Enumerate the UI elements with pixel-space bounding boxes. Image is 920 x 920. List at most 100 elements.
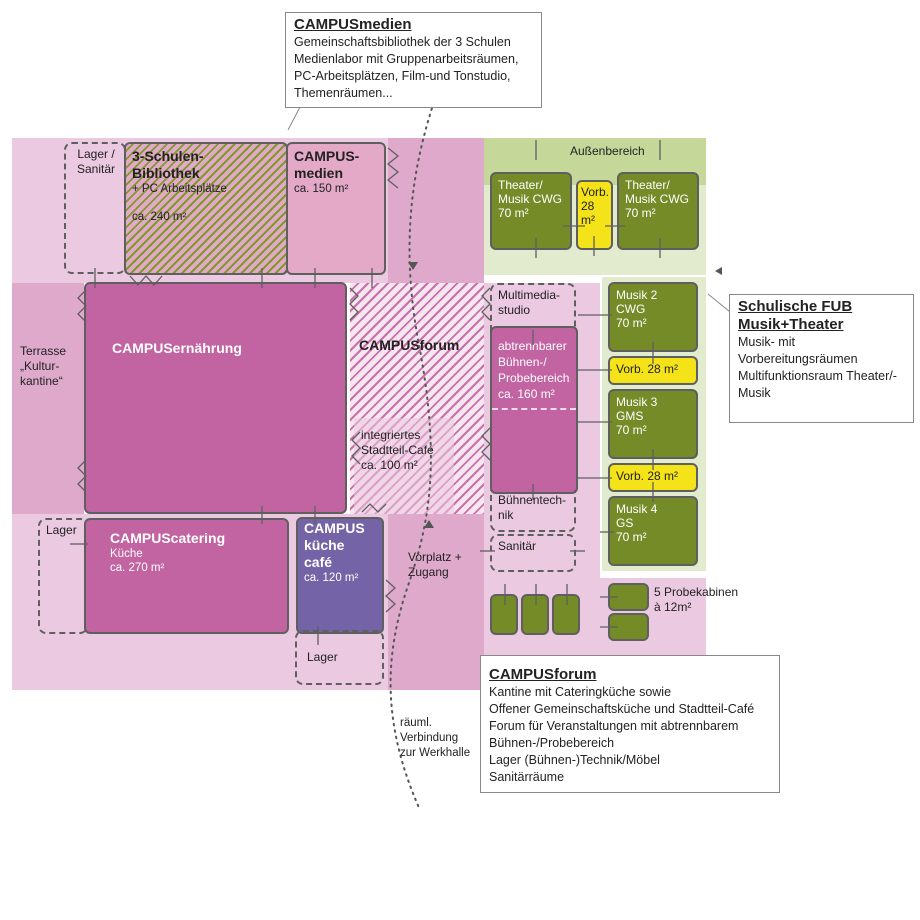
terrasse-line-3: kantine“ <box>20 374 63 388</box>
buehne-room[interactable]: abtrennbarer Bühnen-/ Probebereich ca. 1… <box>490 326 578 494</box>
callout-medien-title: CAMPUSmedien <box>294 16 412 33</box>
medien-room[interactable]: CAMPUS- medien ca. 150 m² <box>286 142 386 275</box>
callout-forum-line-6: Sanitärräume <box>489 770 565 784</box>
bibliothek-area: ca. 240 m² <box>132 211 187 223</box>
probekabine-3[interactable] <box>552 594 580 635</box>
buehne-line-1: abtrennbarer <box>498 339 567 353</box>
callout-forum-line-1: Kantine mit Cateringküche sowie <box>489 685 672 699</box>
vorb-top-line-2: 28 m² <box>581 199 595 227</box>
medien-title-1: CAMPUS- <box>294 148 360 164</box>
callout-fub-line-4: Musik <box>738 386 771 400</box>
verbindung-line-1: räuml. <box>400 717 432 729</box>
callout-medien-line-1: Gemeinschaftsbibliothek der 3 Schulen <box>294 35 511 49</box>
callout-forum-line-5: Lager (Bühnen-)Technik/Möbel <box>489 753 660 767</box>
musik-2-line-3: 70 m² <box>616 316 647 330</box>
buehne-line-4: ca. 160 m² <box>498 387 555 401</box>
kueche-cafe-title-2: küche <box>304 537 345 553</box>
vorb-1-room[interactable]: Vorb. 28 m² <box>608 356 698 385</box>
probekabine-4[interactable] <box>608 583 649 611</box>
lager-bottom-room[interactable]: Lager <box>295 630 384 685</box>
callout-campusforum: CAMPUSforum Kantine mit Cateringküche so… <box>480 655 780 793</box>
catering-title: CAMPUScatering <box>110 530 226 546</box>
buehnentechnik-room[interactable]: Bühnentech- nik <box>490 490 576 532</box>
vorb-top-line-1: Vorb. <box>581 185 610 199</box>
lager-bottom-label: Lager <box>307 650 338 664</box>
cafe-label: integriertes Stadtteil-Café ca. 100 m² <box>361 428 434 473</box>
musik-3-line-2: GMS <box>616 409 644 423</box>
callout-medien-line-3: PC-Arbeitsplätzen, Film-und Tonstudio, <box>294 69 511 83</box>
catering-sub: Küche <box>110 548 143 560</box>
lager-left-room[interactable]: Lager <box>38 518 88 634</box>
theater-2-line-1: Theater/ <box>625 178 670 192</box>
vorb-2-room[interactable]: Vorb. 28 m² <box>608 463 698 492</box>
bibliothek-room[interactable]: 3-Schulen- Bibliothek + PC Arbeitsplätze… <box>124 142 288 275</box>
cafe-line-1: integriertes <box>361 428 421 442</box>
callout-campusmedien: CAMPUSmedien Gemeinschaftsbibliothek der… <box>285 12 542 108</box>
musik-3-line-3: 70 m² <box>616 423 647 437</box>
buehnentechnik-line-1: Bühnentech- <box>498 493 567 507</box>
theater-1-room[interactable]: Theater/ Musik CWG 70 m² <box>490 172 572 250</box>
theater-1-line-3: 70 m² <box>498 206 529 220</box>
musik-3-room[interactable]: Musik 3 GMS 70 m² <box>608 389 698 459</box>
musik-2-line-2: CWG <box>616 302 646 316</box>
lager-sanitaer-room[interactable]: Lager / Sanitär <box>64 142 126 274</box>
callout-fub-title-1: Schulische FUB <box>738 298 853 315</box>
callout-fub-line-1: Musik- mit <box>738 335 795 349</box>
probekabinen-label: 5 Probekabinen à 12m² <box>654 585 738 615</box>
arrow-left-icon <box>715 267 722 275</box>
buehne-divider <box>492 408 576 410</box>
kueche-cafe-title-3: café <box>304 554 333 570</box>
sanitaer-room[interactable]: Sanitär <box>490 534 576 572</box>
callout-forum-line-2: Offener Gemeinschaftsküche und Stadtteil… <box>489 702 755 716</box>
terrasse-line-2: „Kultur- <box>20 359 60 373</box>
theater-2-line-2: Musik CWG <box>625 192 689 206</box>
vorb-1-label: Vorb. 28 m² <box>616 362 679 376</box>
musik-2-room[interactable]: Musik 2 CWG 70 m² <box>608 282 698 352</box>
verbindung-line-2: Verbindung <box>400 732 459 744</box>
kueche-cafe-title-1: CAMPUS <box>304 520 365 536</box>
terrasse-line-1: Terrasse <box>20 344 67 358</box>
cafe-line-2: Stadtteil-Café <box>361 443 434 457</box>
cafe-line-3: ca. 100 m² <box>361 458 418 472</box>
sanitaer-label: Sanitär <box>498 539 537 553</box>
musik-4-line-2: GS <box>616 516 634 530</box>
multimedia-line-1: Multimedia- <box>498 288 561 302</box>
theater-2-line-3: 70 m² <box>625 206 656 220</box>
callout-forum-line-4: Bühnen-/Probebereich <box>489 736 615 750</box>
theater-2-room[interactable]: Theater/ Musik CWG 70 m² <box>617 172 699 250</box>
callout-fub-title-2: Musik+Theater <box>738 316 844 333</box>
vorb-top-room[interactable]: Vorb. 28 m² <box>576 180 613 250</box>
bibliothek-sub: + PC Arbeitsplätze <box>132 183 227 195</box>
multimedia-line-2: studio <box>498 303 531 317</box>
catering-room[interactable]: CAMPUScatering Küche ca. 270 m² <box>84 518 289 634</box>
probekabine-2[interactable] <box>521 594 549 635</box>
kueche-cafe-room[interactable]: CAMPUS küche café ca. 120 m² <box>296 517 384 634</box>
musik-4-line-3: 70 m² <box>616 530 647 544</box>
vorb-2-label: Vorb. 28 m² <box>616 469 679 483</box>
probekabine-1[interactable] <box>490 594 518 635</box>
musik-4-line-1: Musik 4 <box>616 502 658 516</box>
probekabinen-line-2: à 12m² <box>654 600 692 614</box>
buehne-line-3: Probebereich <box>498 371 570 385</box>
musik-4-room[interactable]: Musik 4 GS 70 m² <box>608 496 698 566</box>
forum-title: CAMPUSforum <box>359 337 460 353</box>
callout-medien-line-4: Themenräumen... <box>294 86 393 100</box>
callout-forum-title: CAMPUSforum <box>489 666 597 683</box>
multimedia-studio-room[interactable]: Multimedia- studio <box>490 283 576 343</box>
catering-area: ca. 270 m² <box>110 562 165 574</box>
vorplatz-line-2: Zugang <box>408 565 449 579</box>
aussenbereich-label: Außenbereich <box>570 144 645 158</box>
verbindung-label: räuml. Verbindung zur Werkhalle <box>400 716 470 761</box>
callout-medien-line-2: Medienlabor mit Gruppenarbeitsräumen, <box>294 52 519 66</box>
musik-3-line-1: Musik 3 <box>616 395 658 409</box>
medien-title-2: medien <box>294 165 344 181</box>
kueche-cafe-area: ca. 120 m² <box>304 572 359 584</box>
lager-sanitaer-label: Lager / Sanitär <box>76 147 116 176</box>
verbindung-line-3: zur Werkhalle <box>400 747 471 759</box>
ernaehrung-room[interactable]: CAMPUSernährung <box>84 282 347 514</box>
musik-2-line-1: Musik 2 <box>616 288 658 302</box>
probekabinen-line-1: 5 Probekabinen <box>654 585 739 599</box>
callout-forum-line-3: Forum für Veranstaltungen mit abtrennbar… <box>489 719 739 733</box>
probekabine-5[interactable] <box>608 613 649 641</box>
medien-area: ca. 150 m² <box>294 183 349 195</box>
